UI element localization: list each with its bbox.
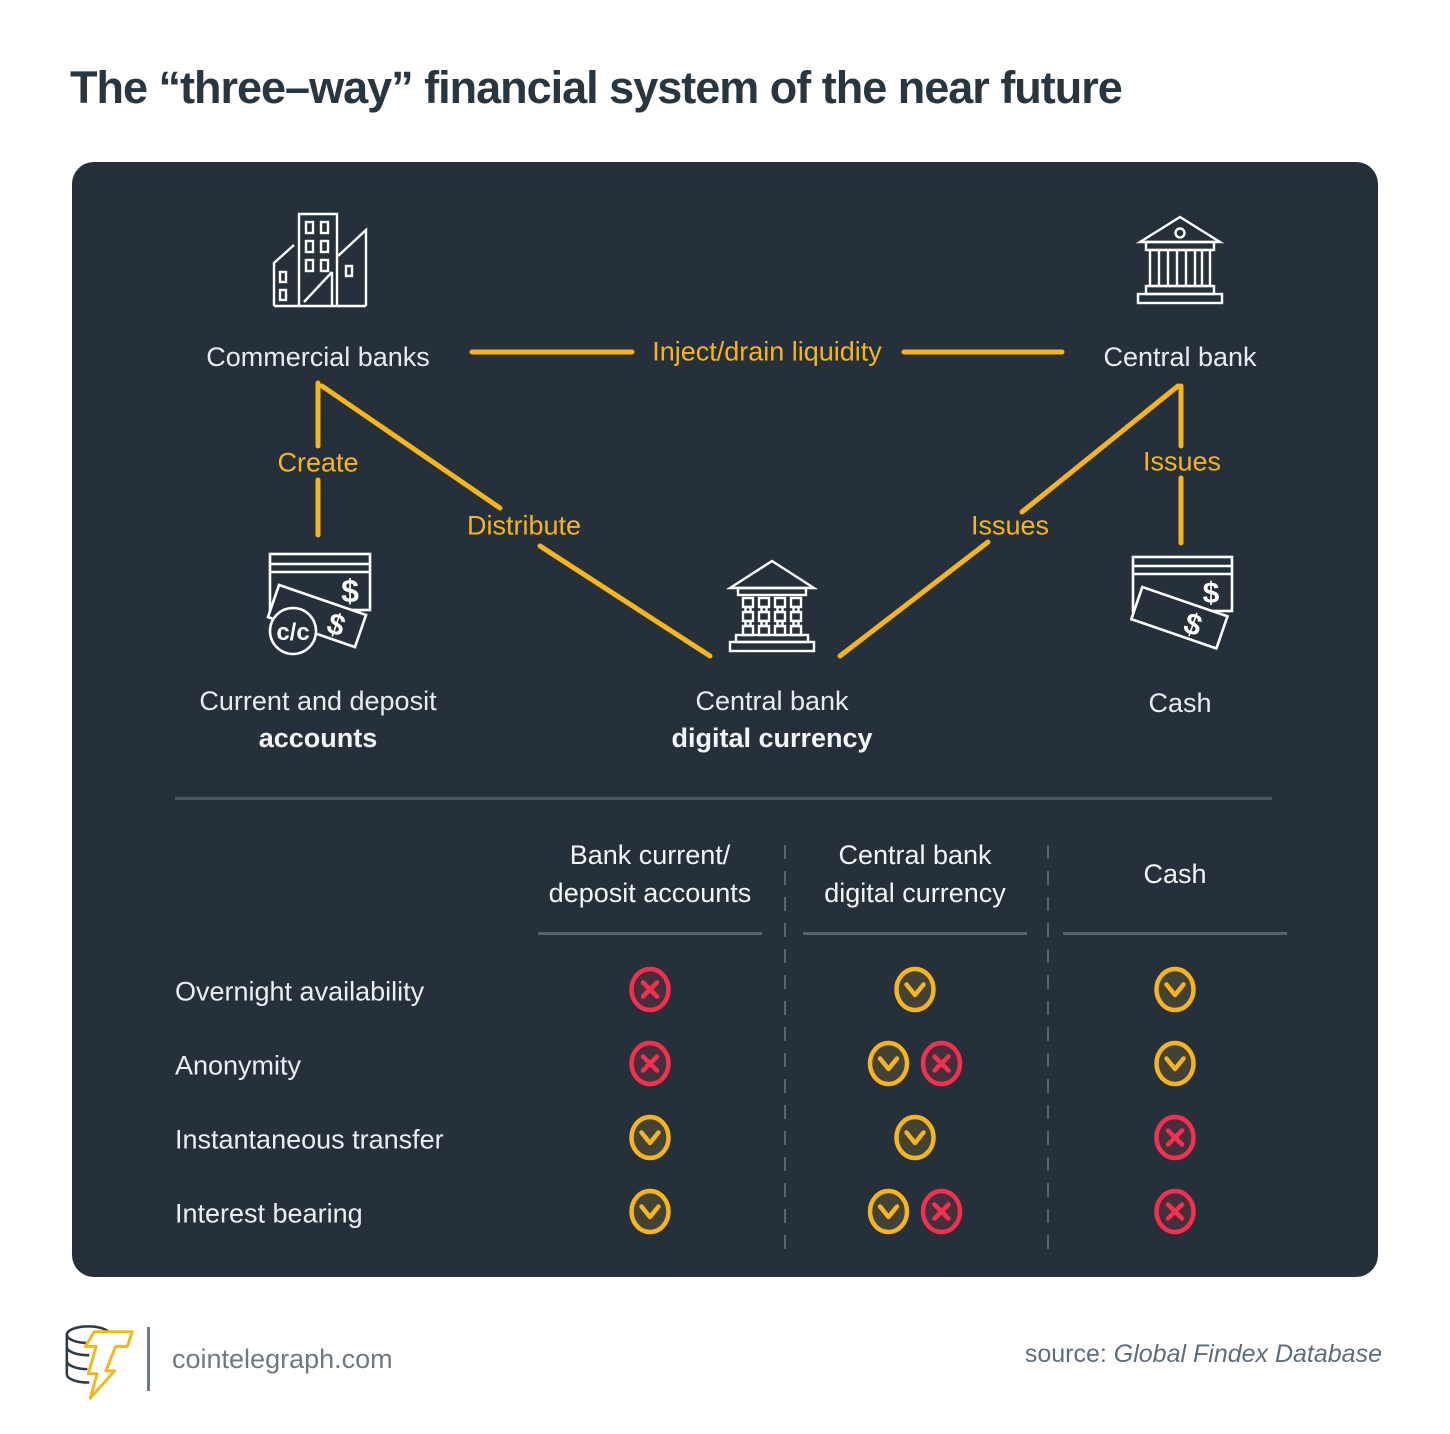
cbdc-label-line2: digital currency (671, 723, 873, 753)
section-divider (175, 797, 1272, 800)
check-icon (867, 1040, 911, 1093)
issues-cbdc-line (837, 383, 1181, 659)
cash-label: Cash (1148, 688, 1212, 718)
cointelegraph-logo (58, 1320, 146, 1409)
table-row: Overnight availability (72, 955, 1378, 1029)
edge-label-distribute: Distribute (466, 510, 582, 541)
table-cell (1153, 966, 1197, 1019)
table-cell (1153, 1040, 1197, 1093)
deposit-accounts-icon: $ $ c/c (266, 552, 372, 663)
cash-icon: $ $ (1129, 555, 1234, 662)
check-icon (893, 1114, 937, 1167)
row-label: Overnight availability (175, 976, 425, 1007)
central-bank-icon (1130, 210, 1230, 315)
source-name: Global Findex Database (1113, 1340, 1382, 1368)
lightning-bolt-icon (83, 1330, 134, 1400)
table-row: Instantaneous transfer (72, 1103, 1378, 1177)
table-cell (1153, 1188, 1197, 1241)
check-icon (867, 1188, 911, 1241)
page-title: The “three–way” financial system of the … (70, 62, 1123, 113)
column-header-bank-accounts: Bank current/deposit accounts (548, 840, 752, 908)
table-row: Anonymity (72, 1029, 1378, 1103)
column-separator (784, 845, 786, 1250)
svg-text:c/c: c/c (276, 619, 309, 646)
edge-label-create: Create (277, 447, 359, 478)
column-separator (1047, 845, 1049, 1250)
connector-lines (315, 349, 1184, 659)
edge-label-inject: Inject/drain liquidity (652, 336, 882, 367)
source-credit: source: Global Findex Database (1025, 1340, 1382, 1369)
deposit-accounts-label-line2: accounts (258, 723, 378, 753)
check-icon (628, 1188, 672, 1241)
row-label: Anonymity (175, 1050, 302, 1081)
edge-label-issues-cbdc: Issues (970, 510, 1050, 541)
central-bank-label: Central bank (1103, 342, 1257, 372)
svg-text:$: $ (1203, 577, 1220, 610)
site-url: cointelegraph.com (172, 1344, 393, 1374)
cross-icon (1153, 1188, 1197, 1241)
table-cell (893, 966, 937, 1019)
row-label: Interest bearing (175, 1198, 363, 1229)
distribute-line (319, 383, 713, 659)
check-icon (628, 1114, 672, 1167)
cross-icon (628, 1040, 672, 1093)
table-cell (628, 1114, 672, 1167)
cross-icon (628, 966, 672, 1019)
edge-label-issues-cash: Issues (1142, 446, 1222, 477)
column-underline (1063, 932, 1287, 935)
cross-icon (920, 1188, 964, 1241)
column-header-cash: Cash (1143, 859, 1207, 889)
table-cell (628, 1188, 672, 1241)
cbdc-label-line1: Central bank (695, 686, 849, 716)
deposit-accounts-label-line1: Current and deposit (199, 686, 437, 716)
footer-divider (147, 1327, 150, 1391)
commercial-banks-label: Commercial banks (206, 342, 430, 372)
table-cell (867, 1188, 964, 1241)
table-cell (893, 1114, 937, 1167)
commercial-banks-icon (268, 210, 368, 315)
cross-icon (1153, 1114, 1197, 1167)
table-cell (867, 1040, 964, 1093)
check-icon (893, 966, 937, 1019)
check-icon (1153, 1040, 1197, 1093)
source-label: source: (1024, 1340, 1107, 1368)
check-icon (1153, 966, 1197, 1019)
svg-text:$: $ (341, 573, 359, 609)
column-underline (803, 932, 1027, 935)
cbdc-icon (722, 554, 822, 659)
cross-icon (920, 1040, 964, 1093)
table-cell (1153, 1114, 1197, 1167)
infographic-panel: Inject/drain liquidity Create Distribute… (72, 162, 1378, 1277)
table-row: Interest bearing (72, 1177, 1378, 1251)
row-label: Instantaneous transfer (175, 1124, 444, 1155)
column-underline (538, 932, 762, 935)
table-cell (628, 1040, 672, 1093)
table-cell (628, 966, 672, 1019)
